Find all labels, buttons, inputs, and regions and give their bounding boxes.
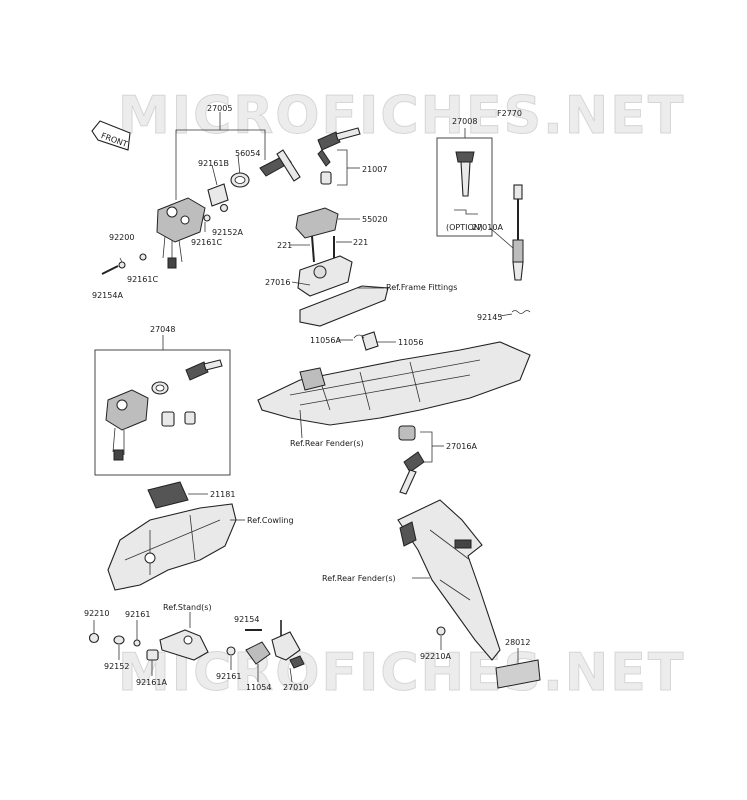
label-27005: 27005: [207, 104, 232, 113]
label-92161b: 92161B: [198, 159, 229, 168]
label-92152a: 92152A: [212, 228, 243, 237]
seat-lock-group: 55020 221 221 27016 Ref.Frame Fittings: [265, 207, 457, 327]
label-92161c-b: 92161C: [127, 275, 158, 284]
stand-switch-bracket: [159, 629, 209, 661]
label-27008: 27008: [452, 117, 477, 126]
reflector-group: 92210A 28012: [420, 626, 541, 689]
bolt-221-a: [311, 235, 315, 263]
label-21007: 21007: [362, 165, 387, 174]
ref-rear-fender-1: Ref.Rear Fender(s): [290, 439, 364, 448]
ref-rear-fender-2: Ref.Rear Fender(s): [322, 574, 396, 583]
label-f2770: F2770: [497, 109, 522, 118]
key-cap: [320, 171, 332, 185]
ref-stand: Ref.Stand(s): [163, 603, 212, 612]
ref-cowling: Ref.Cowling: [247, 516, 294, 525]
ref-frame-fittings: Ref.Frame Fittings: [386, 283, 457, 292]
watermark-bottom: MICROFICHES.NET: [118, 643, 685, 703]
option-key-group: F2770 27008 (OPTION): [436, 109, 522, 237]
label-92152: 92152: [104, 662, 129, 671]
label-55020: 55020: [362, 215, 387, 224]
cowling-bracket: [107, 503, 237, 591]
spring-92145: [511, 310, 531, 314]
label-27010: 27010: [283, 683, 308, 692]
rear-fender-lower: Ref.Rear Fender(s): [322, 499, 501, 661]
clip-11056: [361, 331, 379, 351]
latch-27016a: [398, 425, 416, 441]
option-box: [436, 137, 493, 237]
label-221-a: 221: [277, 241, 292, 250]
lock-set-group: 27048: [94, 325, 231, 476]
washer-92152: [113, 635, 125, 645]
nut-92210a: [436, 626, 446, 636]
spacer-92161a: [146, 649, 159, 661]
label-27010a: 27010A: [472, 223, 503, 232]
lock-set-box: [94, 349, 231, 476]
label-11054: 11054: [246, 683, 271, 692]
label-11056: 11056: [398, 338, 423, 347]
lock-set-key-icon: [185, 361, 209, 381]
reflector-28012: [495, 659, 541, 689]
bolt-92154a: [101, 265, 119, 275]
label-27016a: 27016A: [446, 442, 477, 451]
clip-group: 11056A 11056: [310, 331, 423, 351]
washer-92161c-b: [139, 253, 147, 261]
label-28012: 28012: [505, 638, 530, 647]
washer-92161-b: [226, 646, 236, 656]
label-92210: 92210: [84, 609, 109, 618]
relay-21181: [147, 481, 189, 509]
label-221-b: 221: [353, 238, 368, 247]
cowling-group: 21181 Ref.Cowling: [107, 481, 294, 591]
cover-55020: [295, 207, 339, 239]
option-key-icon: [455, 151, 475, 163]
label-92210a: 92210A: [420, 652, 451, 661]
nut-92210: [88, 632, 100, 644]
cable-group: 27010A 92145: [472, 184, 531, 322]
option-label: (OPTION): [446, 223, 483, 232]
key-blank-icon: [317, 131, 341, 151]
sleeve-92161b: [207, 183, 229, 207]
lock-plate: [299, 285, 389, 327]
switch-27010: [271, 631, 301, 661]
washer-92200: [118, 261, 126, 269]
label-92145: 92145: [477, 313, 502, 322]
plate-11054: [245, 641, 271, 665]
latch-27016a-group: 27016A: [398, 425, 477, 495]
cable-connector: [513, 184, 523, 200]
ignition-switch-body: [156, 197, 206, 269]
switch-27010a: [512, 239, 524, 263]
label-92154: 92154: [234, 615, 259, 624]
washer-92161c: [203, 214, 211, 222]
lock-set-switch: [105, 389, 149, 431]
washer-92161-a: [133, 639, 141, 647]
label-27016: 27016: [265, 278, 290, 287]
label-92154a: 92154A: [92, 291, 123, 300]
label-92200: 92200: [109, 233, 134, 242]
key-icon: [259, 149, 301, 182]
label-11056a: 11056A: [310, 336, 341, 345]
latch-key-icon: [403, 451, 425, 473]
label-92161-a: 92161: [125, 610, 150, 619]
rear-fender-upper: Ref.Rear Fender(s): [257, 341, 531, 448]
stand-group: 92210 92152 92161 92161A Ref.Stand(s) 92…: [84, 603, 308, 692]
watermark-top: MICROFICHES.NET: [118, 86, 685, 146]
label-27048: 27048: [150, 325, 175, 334]
label-92161-b: 92161: [216, 672, 241, 681]
bolt-92152a: [219, 203, 229, 213]
label-21181: 21181: [210, 490, 235, 499]
ignition-switch-group: 27005 56054 92161B 92152A 92161C 92200 9…: [92, 104, 301, 300]
keys-group: 21007: [317, 127, 387, 186]
label-92161c-a: 92161C: [191, 238, 222, 247]
label-92161a: 92161A: [136, 678, 167, 687]
label-56054: 56054: [235, 149, 260, 158]
